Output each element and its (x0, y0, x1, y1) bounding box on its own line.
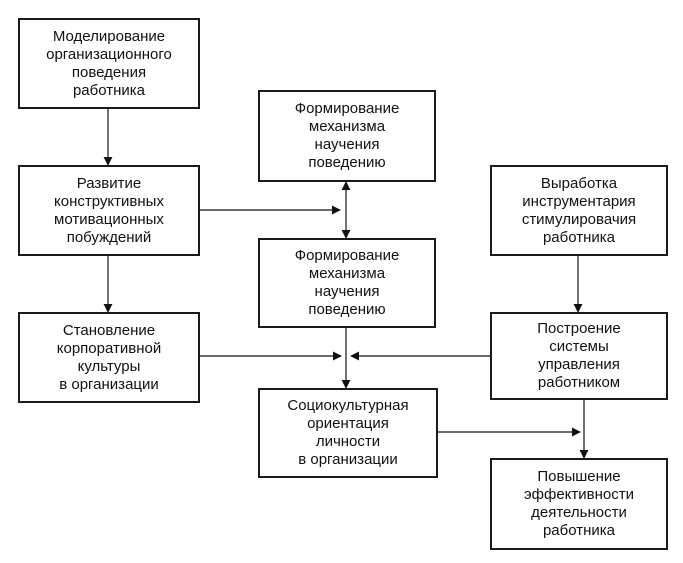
box-formation: Становление корпоративной культуры в орг… (18, 312, 200, 403)
box-mechanism-top: Формирование механизма научения поведени… (258, 90, 436, 182)
box-system-label: Построение системы управления работником (537, 320, 621, 391)
box-development-label: Развитие конструктивных мотивационных по… (54, 174, 164, 246)
box-tools: Выработка инструментария стимулировачия … (490, 165, 668, 256)
box-formation-label: Становление корпоративной культуры в орг… (56, 321, 162, 393)
box-tools-label: Выработка инструментария стимулировачия … (521, 174, 637, 246)
box-efficiency: Повышение эффективности деятельности раб… (490, 458, 668, 550)
box-mechanism-top-label: Формирование механизма научения поведени… (294, 100, 400, 171)
box-modeling: Моделирование организационного поведения… (18, 18, 200, 109)
box-mechanism-mid-label: Формирование механизма научения поведени… (294, 247, 400, 318)
box-sociocultural-label: Социокультурная ориентация личности в ор… (287, 397, 409, 468)
box-system: Построение системы управления работником (490, 312, 668, 400)
box-efficiency-label: Повышение эффективности деятельности раб… (523, 468, 634, 539)
box-mechanism-mid: Формирование механизма научения поведени… (258, 238, 436, 328)
box-development: Развитие конструктивных мотивационных по… (18, 165, 200, 256)
box-modeling-label: Моделирование организационного поведения… (46, 27, 172, 99)
box-sociocultural: Социокультурная ориентация личности в ор… (258, 388, 438, 478)
